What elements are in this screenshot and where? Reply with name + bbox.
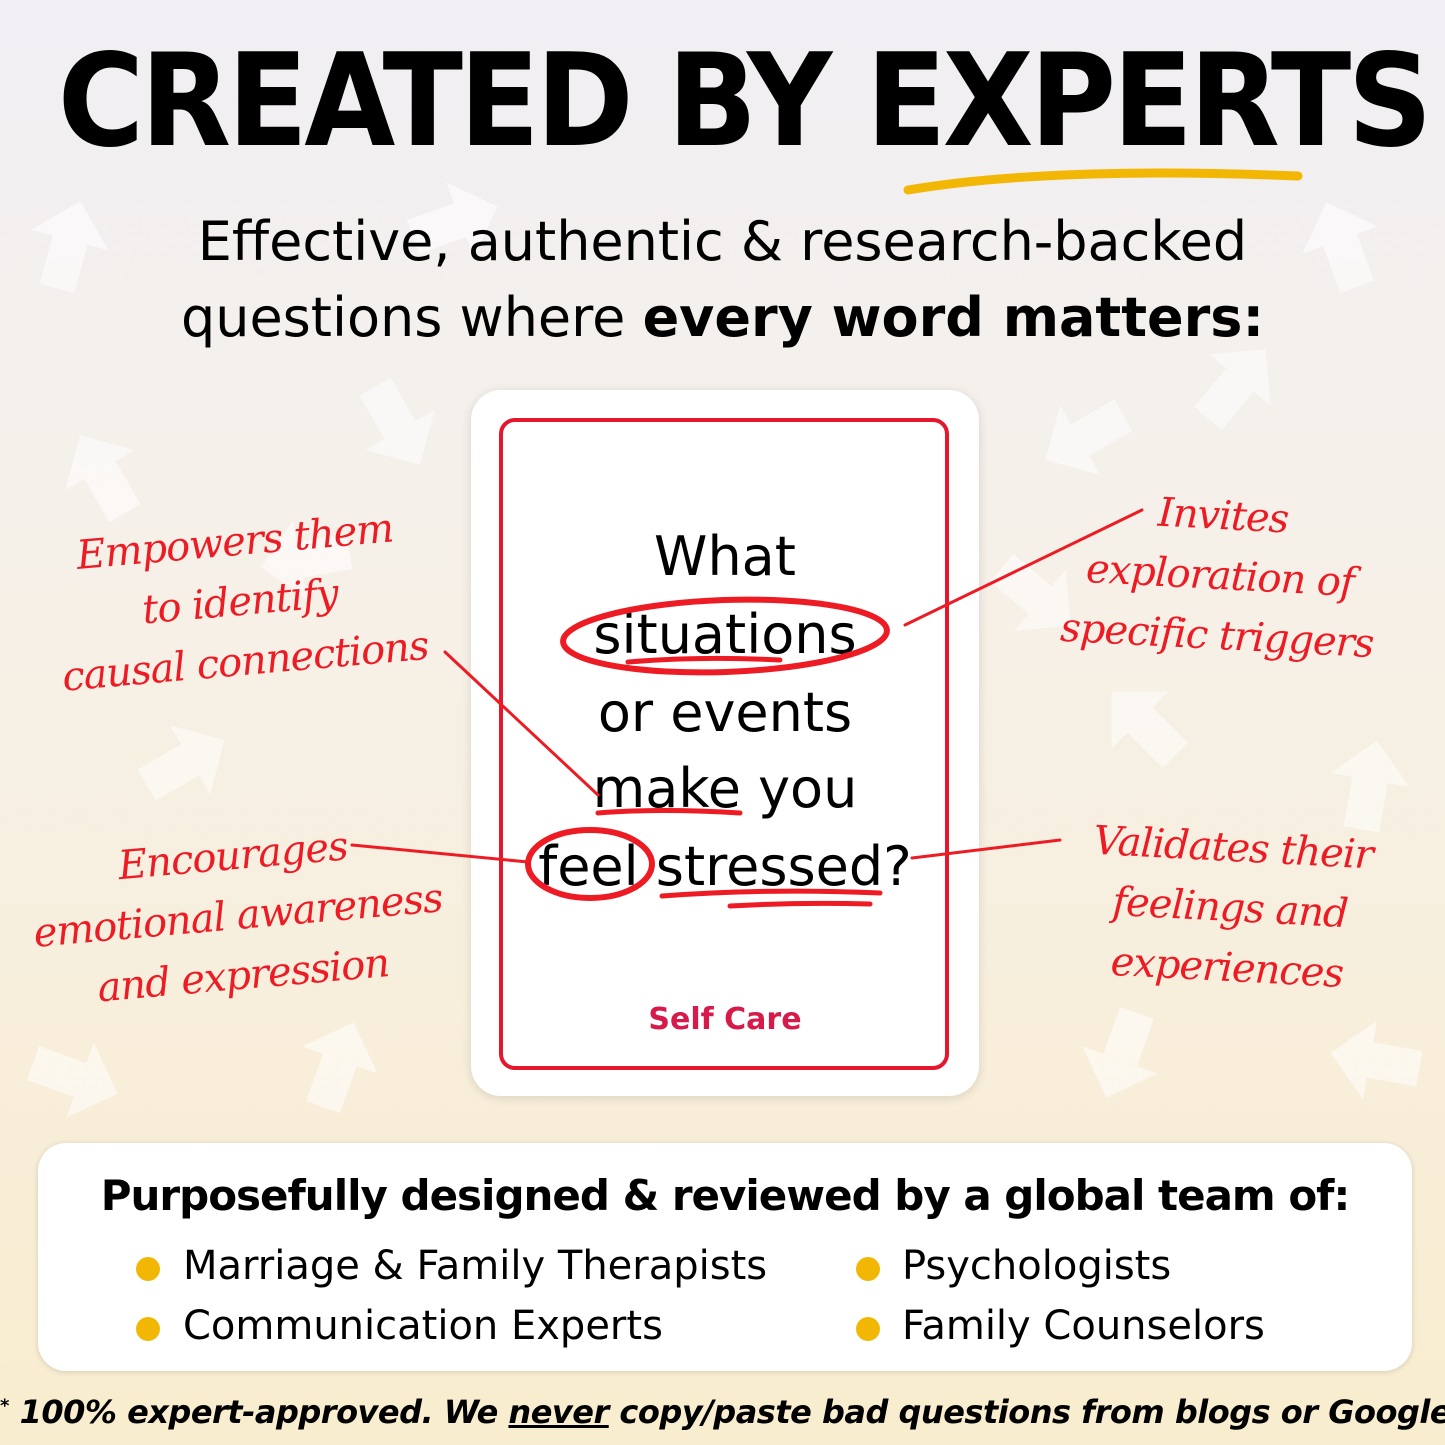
annotation-encourages: Encourages emotional awareness and expre…: [11, 807, 465, 1025]
bullet-icon: [856, 1317, 880, 1341]
stressed-underline: [659, 888, 883, 909]
validates-connector: [910, 838, 1062, 860]
card-red-border: [499, 418, 949, 1070]
subheadline-line-1: Effective, authentic & research-backed: [197, 210, 1248, 273]
invites-connector: [903, 508, 1144, 627]
expert-item-communication: Communication Experts: [183, 1303, 663, 1349]
bullet-icon: [136, 1317, 160, 1341]
empowers-connector: [443, 650, 600, 797]
annotation-invites: Invites exploration of specific triggers: [1036, 477, 1405, 676]
expert-item-counselors: Family Counselors: [902, 1303, 1265, 1349]
card-line-what: What: [654, 525, 796, 588]
card-line-make-you: make you: [592, 757, 858, 820]
subheadline: Effective, authentic & research-backed q…: [0, 204, 1445, 356]
headline: CREATED BY EXPERTS: [57, 27, 1433, 176]
panel-title: Purposefully designed & reviewed by a gl…: [100, 1171, 1351, 1220]
subheadline-line-2: questions where every word matters:: [0, 280, 1445, 356]
annotation-empowers: Empowers them to identify causal connect…: [43, 496, 437, 708]
footer-asterisk: *: [0, 1395, 9, 1417]
footer-underlined-word: never: [508, 1393, 609, 1431]
situations-circle: [560, 596, 890, 676]
card-line-situations: situations: [593, 603, 857, 666]
encourages-connector: [350, 843, 530, 864]
card-line-feel-stressed: feel stressed?: [538, 835, 912, 898]
subheadline-line-2-prefix: questions where: [180, 286, 643, 349]
bullet-icon: [136, 1257, 160, 1281]
experts-panel: Purposefully designed & reviewed by a gl…: [38, 1143, 1412, 1371]
feel-circle: [525, 827, 655, 901]
expert-item-psychologists: Psychologists: [902, 1243, 1172, 1289]
subheadline-line-2-bold: every word matters:: [642, 286, 1265, 349]
footer-disclaimer: * 100% expert-approved. We never copy/pa…: [0, 1393, 1445, 1431]
footer-prefix: 100% expert-approved. We: [8, 1393, 509, 1431]
make-underline: [595, 808, 743, 816]
card-category: Self Care: [648, 1002, 802, 1037]
footer-suffix: copy/paste bad questions from blogs or G…: [608, 1393, 1445, 1431]
expert-item-therapists: Marriage & Family Therapists: [183, 1243, 768, 1289]
yellow-underline-swoosh: [903, 168, 1303, 195]
annotation-validates: Validates their feelings and experiences: [1046, 809, 1415, 1008]
question-card: What situations or events make you feel …: [471, 390, 979, 1096]
situations-underline: [625, 655, 783, 665]
bullet-icon: [856, 1257, 880, 1281]
card-line-events: or events: [597, 681, 853, 744]
